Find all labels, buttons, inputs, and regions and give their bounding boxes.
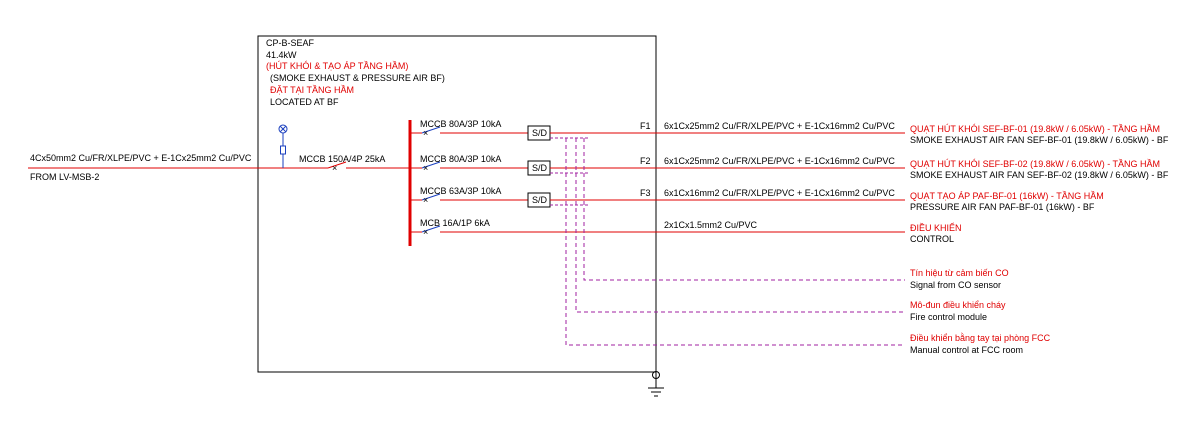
incoming-breaker-switch — [327, 161, 347, 169]
feeder-breaker-switch — [421, 193, 441, 201]
feeder-breaker-mark: × — [423, 128, 428, 138]
signal-label-en: Signal from CO sensor — [910, 280, 1001, 290]
signal-label-en: Fire control module — [910, 312, 987, 322]
feeder-breaker-label: MCCB 63A/3P 10kA — [420, 186, 501, 196]
feeder-row: MCCB 80A/3P 10kA× S/D F2 6x1Cx25mm2 Cu/FR/X… — [410, 154, 1169, 180]
panel-power: 41.4kW — [266, 50, 297, 60]
signal-label-vn: Tín hiệu từ cảm biến CO — [910, 268, 1009, 278]
feeder-breaker-label: MCCB 80A/3P 10kA — [420, 154, 501, 164]
feeder-load-vn: QUẠT HÚT KHÓI SEF-BF-02 (19.8kW / 6.05kW… — [910, 159, 1160, 169]
earth-terminal-icon — [652, 371, 660, 379]
feeder-load-en: SMOKE EXHAUST AIR FAN SEF-BF-01 (19.8kW … — [910, 135, 1169, 145]
incoming-source: FROM LV-MSB-2 — [30, 172, 99, 182]
feeder-row: MCCB 80A/3P 10kA× S/D F1 6x1Cx25mm2 Cu/FR/X… — [410, 119, 1169, 145]
feeder-cable: 6x1Cx25mm2 Cu/FR/XLPE/PVC + E-1Cx16mm2 C… — [664, 121, 895, 131]
incoming-breaker-label: MCCB 150A/4P 25kA — [299, 154, 385, 164]
feeder-breaker-mark: × — [423, 163, 428, 173]
panel-frame — [257, 35, 657, 373]
feeder-row: MCB 16A/1P 6kA× 2x1Cx1.5mm2 Cu/PVC ĐIỀU KH… — [410, 218, 962, 244]
feeder-load-en: PRESSURE AIR FAN PAF-BF-01 (16kW) - BF — [910, 202, 1095, 212]
starter-label: S/D — [532, 195, 548, 205]
starter-label: S/D — [532, 128, 548, 138]
feeder-label: F2 — [640, 156, 651, 166]
feeder-breaker-switch — [421, 126, 441, 134]
feeder-breaker-switch — [421, 225, 441, 233]
feeder-row: MCCB 63A/3P 10kA× S/D F3 6x1Cx16mm2 Cu/FR/X… — [410, 186, 1104, 212]
feeder-cable: 6x1Cx25mm2 Cu/FR/XLPE/PVC + E-1Cx16mm2 C… — [664, 156, 895, 166]
incoming-breaker-mark: × — [332, 163, 337, 173]
panel-desc-en: (SMOKE EXHAUST & PRESSURE AIR BF) — [270, 73, 445, 83]
feeder-cable: 2x1Cx1.5mm2 Cu/PVC — [664, 220, 758, 230]
feeder-label: F1 — [640, 121, 651, 131]
signal-label-en: Manual control at FCC room — [910, 345, 1023, 355]
signals-group: Tín hiệu từ cảm biến CO Signal from CO se… — [550, 137, 1051, 355]
feeder-breaker-label: MCCB 80A/3P 10kA — [420, 119, 501, 129]
feeder-load-vn: ĐIỀU KHIỂN — [910, 222, 962, 233]
feeder-load-vn: QUẠT HÚT KHÓI SEF-BF-01 (19.8kW / 6.05kW… — [910, 124, 1160, 134]
fuse-icon — [280, 145, 286, 155]
feeder-load-en: CONTROL — [910, 234, 954, 244]
signal-label-vn: Mô-đun điều khiển cháy — [910, 300, 1006, 310]
signal-label-vn: Điều khiển bằng tay tại phòng FCC — [910, 333, 1051, 343]
feeder-cable: 6x1Cx16mm2 Cu/FR/XLPE/PVC + E-1Cx16mm2 C… — [664, 188, 895, 198]
feeder-breaker-mark: × — [423, 227, 428, 237]
feeder-label: F3 — [640, 188, 651, 198]
starter-label: S/D — [532, 163, 548, 173]
panel-location-en: LOCATED AT BF — [270, 97, 339, 107]
incoming-cable: 4Cx50mm2 Cu/FR/XLPE/PVC + E-1Cx25mm2 Cu/… — [30, 153, 252, 163]
signal-row: Tín hiệu từ cảm biến CO Signal from CO se… — [583, 138, 1009, 290]
panel-desc-vn: (HÚT KHÓI & TẠO ÁP TẦNG HẦM) — [266, 61, 408, 71]
signal-row: Điều khiển bằng tay tại phòng FCC Manual … — [565, 138, 1051, 355]
panel-location-vn: ĐẶT TẠI TẦNG HẦM — [270, 85, 354, 95]
feeder-load-en: SMOKE EXHAUST AIR FAN SEF-BF-02 (19.8kW … — [910, 170, 1169, 180]
feeder-breaker-label: MCB 16A/1P 6kA — [420, 218, 490, 228]
feeder-load-vn: QUẠT TẠO ÁP PAF-BF-01 (16kW) - TẦNG HẦM — [910, 191, 1104, 201]
signal-line — [575, 138, 905, 313]
feeder-breaker-switch — [421, 161, 441, 169]
signal-line — [583, 138, 905, 281]
feeder-breaker-mark: × — [423, 195, 428, 205]
signal-line — [565, 138, 905, 346]
panel-id: CP-B-SEAF — [266, 38, 315, 48]
